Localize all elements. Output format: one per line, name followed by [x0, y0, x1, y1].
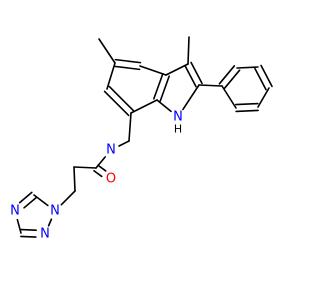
- atom-label-n: N: [173, 110, 183, 125]
- bond-c18-o1-line-a: [93, 169, 103, 178]
- bond-c4-c5-line-b: [159, 75, 170, 102]
- atom-o1: O: [104, 172, 118, 187]
- bond-c18-o1-line-b: [97, 164, 107, 172]
- bond-c21-n4-line-b: [23, 196, 37, 209]
- atom-label-n: N: [50, 204, 60, 219]
- bond-c19-c20: [73, 166, 76, 192]
- atom-background: [104, 172, 118, 186]
- bond-c2-c3-line-b: [114, 58, 142, 64]
- atom-label-o: O: [106, 172, 116, 187]
- hydrogen-background: [173, 123, 183, 135]
- bond-c17-n2: [118, 140, 130, 147]
- bond-c11-c12-line-a: [223, 69, 241, 89]
- bond-n4-c22: [16, 218, 22, 234]
- bond-c10-c11: [198, 84, 223, 87]
- bond-c3-c4: [139, 65, 167, 76]
- atom-background: [171, 110, 185, 124]
- bond-c21-n4-line-a: [18, 191, 33, 204]
- bond-c15-c16-line-a: [235, 102, 259, 106]
- bond-c22-n5-line-b: [20, 228, 37, 232]
- atom-background: [48, 204, 62, 218]
- bond-c8-c10-line-a: [184, 64, 197, 88]
- bond-c14-c15: [257, 87, 270, 108]
- bond-c16-c11: [221, 85, 237, 109]
- bond-c6-c7-line-b: [103, 90, 130, 117]
- bond-c6-c7-line-a: [108, 85, 135, 112]
- atom-n1: NH: [171, 110, 185, 136]
- bond-n5-n3: [47, 218, 53, 227]
- bond-c10-n1: [182, 84, 200, 111]
- bond-n2-c18: [95, 156, 107, 169]
- bond-c12-c13: [236, 66, 259, 69]
- bond-n3-c21: [33, 194, 49, 207]
- hydrogen-label: H: [174, 123, 182, 136]
- bond-c20-n3: [60, 190, 76, 206]
- bond-n1-c5: [156, 99, 172, 113]
- atom-background: [8, 204, 22, 218]
- bond-c7-c2: [106, 62, 116, 90]
- bond-c5-c6: [130, 99, 158, 114]
- atom-background: [38, 227, 52, 241]
- bond-layer: [16, 36, 273, 238]
- bond-c2-c3-line-a: [113, 65, 141, 71]
- atom-background: [104, 143, 118, 157]
- bond-c13-c14-line-a: [254, 67, 267, 91]
- bond-c22-n5-line-a: [20, 235, 37, 238]
- bond-c1-c2: [98, 38, 116, 64]
- bond-c8-c9: [187, 36, 190, 65]
- atom-n4: N: [8, 204, 22, 219]
- bond-c8-c10-line-b: [190, 61, 203, 85]
- atom-n2: N: [104, 143, 118, 158]
- bond-c15-c16-line-b: [235, 109, 259, 113]
- bond-c6-c17: [128, 112, 132, 142]
- atom-label-n: N: [10, 204, 20, 219]
- atom-label-n: N: [106, 143, 116, 158]
- atom-label-n: N: [40, 227, 50, 242]
- bond-c11-c12-line-b: [218, 65, 236, 85]
- atom-n3: N: [48, 204, 62, 219]
- atom-n5: N: [38, 227, 52, 242]
- bond-c4-c5-line-a: [153, 73, 164, 100]
- bond-c18-c19: [73, 166, 97, 169]
- bond-c13-c14-line-b: [260, 64, 273, 88]
